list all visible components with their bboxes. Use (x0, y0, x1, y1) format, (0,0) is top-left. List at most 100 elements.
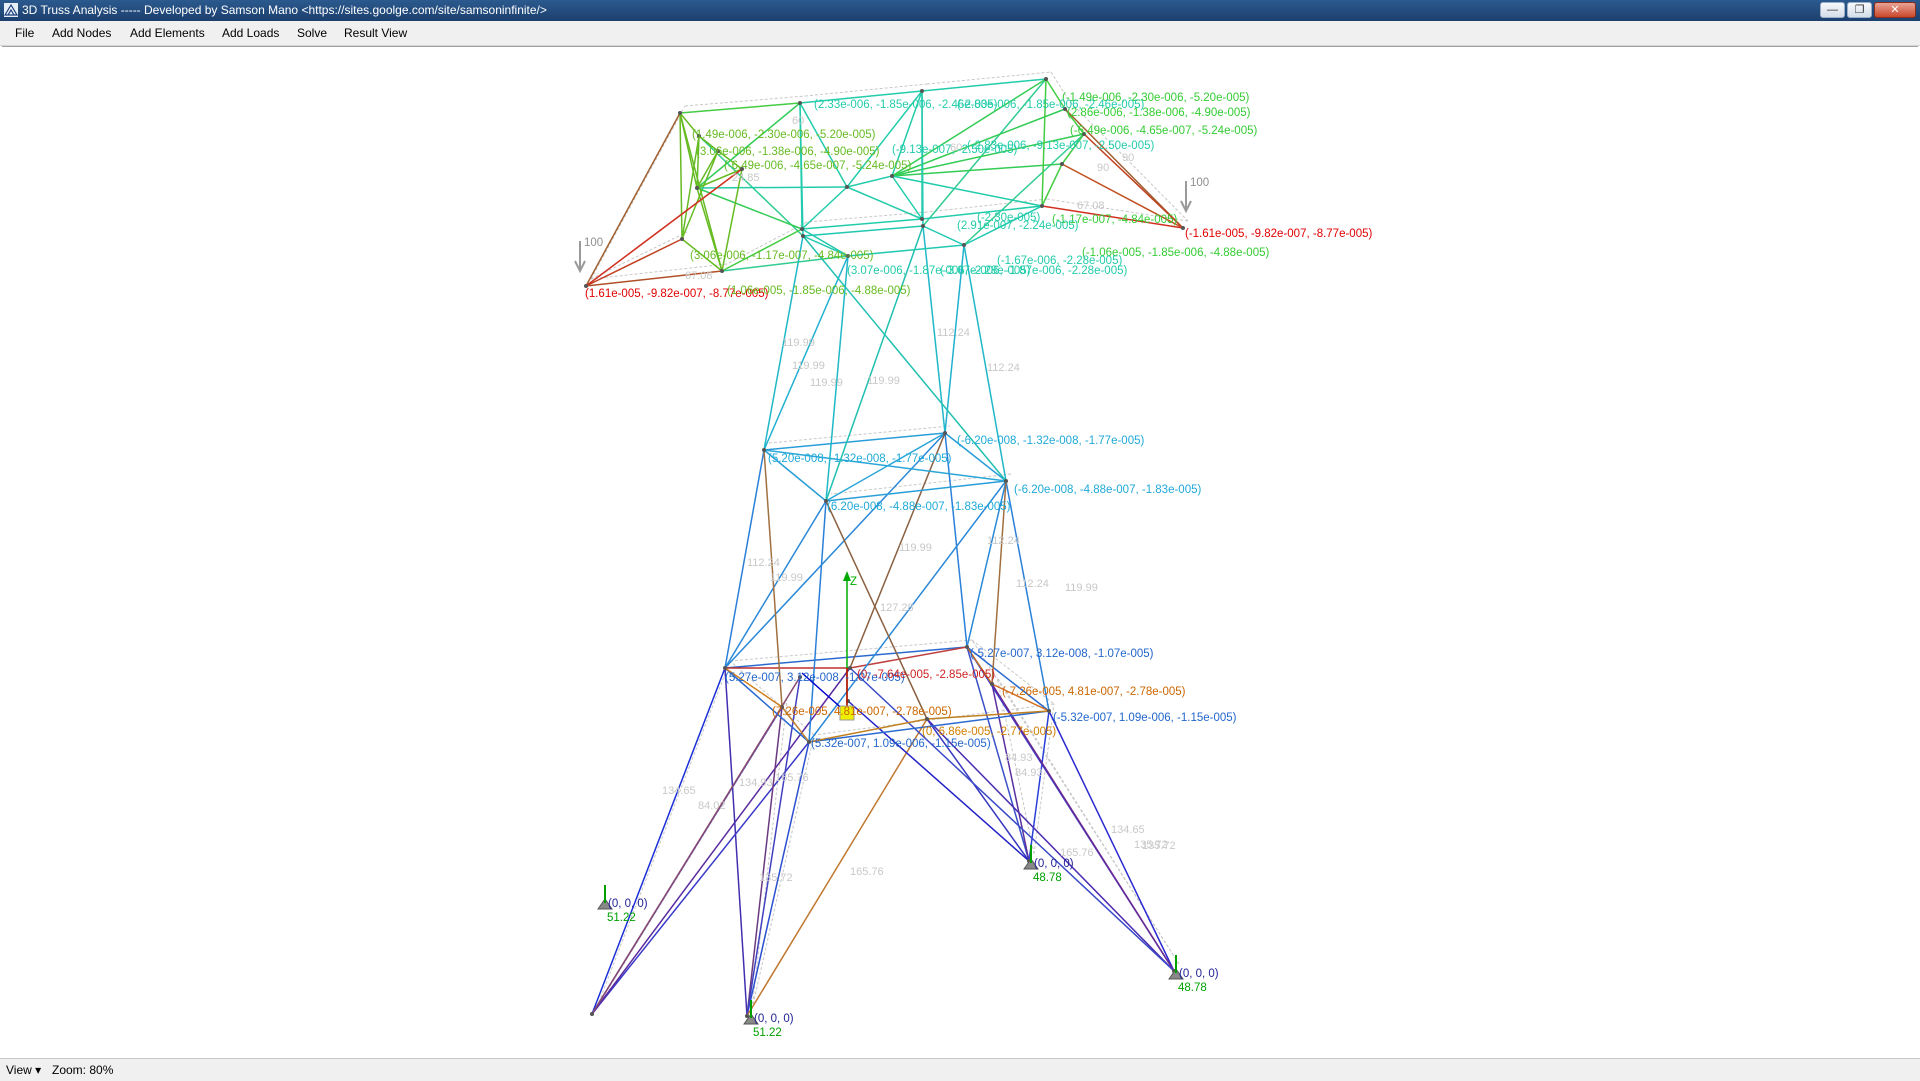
truss-node[interactable] (680, 237, 684, 241)
truss-member[interactable] (926, 718, 1030, 862)
truss-member[interactable] (991, 683, 1175, 972)
truss-member[interactable] (891, 108, 1066, 177)
truss-member[interactable] (891, 78, 1047, 177)
menu-solve[interactable]: Solve (297, 26, 328, 40)
truss-node[interactable] (762, 448, 766, 452)
truss-member[interactable] (849, 667, 1175, 972)
truss-member[interactable] (746, 706, 783, 1017)
maximize-button[interactable]: ❐ (1847, 2, 1872, 18)
truss-member[interactable] (849, 432, 946, 669)
truss-node[interactable] (1047, 709, 1051, 713)
truss-member[interactable] (944, 432, 1007, 482)
truss-member[interactable] (799, 90, 923, 104)
truss-member[interactable] (891, 175, 1043, 207)
truss-member[interactable] (724, 432, 946, 669)
truss-member[interactable] (1041, 205, 1184, 229)
truss-member[interactable] (1048, 710, 1175, 972)
truss-member[interactable] (1064, 108, 1184, 229)
truss-node[interactable] (798, 101, 802, 105)
close-button[interactable]: ✕ (1874, 2, 1916, 18)
truss-member[interactable] (696, 186, 848, 189)
truss-node[interactable] (965, 645, 969, 649)
truss-member[interactable] (721, 228, 803, 272)
truss-member[interactable] (808, 500, 827, 743)
truss-node[interactable] (745, 1014, 749, 1018)
truss-member[interactable] (891, 175, 923, 220)
truss-member[interactable] (696, 187, 803, 230)
truss-member[interactable] (1041, 78, 1047, 207)
truss-member[interactable] (825, 225, 924, 502)
truss-member[interactable] (724, 667, 748, 1017)
truss-member[interactable] (591, 667, 726, 1015)
truss-member[interactable] (696, 102, 801, 189)
truss-member[interactable] (926, 710, 1050, 720)
menu-result-view[interactable]: Result View (344, 26, 408, 40)
truss-member[interactable] (781, 706, 810, 743)
truss-member[interactable] (846, 175, 893, 188)
truss-member[interactable] (679, 102, 801, 114)
truss-member[interactable] (991, 683, 1050, 712)
truss-member[interactable] (825, 500, 928, 720)
truss-member[interactable] (825, 432, 946, 502)
truss-node[interactable] (720, 269, 724, 273)
truss-node[interactable] (1060, 162, 1064, 166)
truss-node[interactable] (890, 174, 894, 178)
truss-member[interactable] (808, 718, 928, 743)
truss-member[interactable] (963, 244, 1007, 482)
truss-member[interactable] (591, 667, 851, 1015)
truss-member[interactable] (763, 235, 804, 451)
truss-member[interactable] (922, 225, 946, 434)
truss-member[interactable] (802, 235, 849, 257)
truss-node[interactable] (716, 149, 720, 153)
truss-member[interactable] (846, 90, 923, 188)
truss-member[interactable] (679, 112, 723, 272)
truss-node[interactable] (848, 666, 852, 670)
menu-add-loads[interactable]: Add Loads (222, 26, 280, 40)
truss-member[interactable] (825, 255, 849, 502)
truss-member[interactable] (966, 480, 1007, 648)
truss-member[interactable] (585, 270, 723, 287)
truss-member[interactable] (825, 480, 1007, 502)
truss-node[interactable] (1082, 132, 1086, 136)
truss-node[interactable] (584, 284, 588, 288)
truss-node[interactable] (590, 1012, 594, 1016)
truss-member[interactable] (696, 150, 719, 189)
view-dropdown[interactable]: View ▾ (6, 1063, 42, 1077)
truss-member[interactable] (849, 646, 968, 669)
truss-member[interactable] (698, 135, 719, 152)
truss-node[interactable] (1181, 226, 1185, 230)
truss-member[interactable] (1005, 480, 1050, 712)
truss-node[interactable] (801, 234, 805, 238)
truss-member[interactable] (1061, 163, 1184, 229)
menu-file[interactable]: File (15, 26, 35, 40)
truss-member[interactable] (966, 646, 993, 685)
menu-add-nodes[interactable]: Add Nodes (52, 26, 112, 40)
minimize-button[interactable]: — (1820, 2, 1845, 18)
truss-member[interactable] (847, 244, 965, 257)
truss-member[interactable] (724, 646, 968, 669)
truss-member[interactable] (847, 700, 1030, 862)
truss-member[interactable] (921, 78, 1047, 92)
truss-member[interactable] (802, 235, 1007, 482)
truss-member[interactable] (991, 480, 1007, 685)
truss-member[interactable] (681, 135, 700, 240)
truss-member[interactable] (944, 432, 968, 648)
truss-member[interactable] (591, 676, 801, 1015)
truss-node[interactable] (740, 167, 744, 171)
menu-add-elements[interactable]: Add Elements (130, 26, 205, 40)
truss-member[interactable] (799, 102, 848, 188)
truss-member[interactable] (763, 255, 849, 451)
truss-member[interactable] (891, 133, 1085, 177)
truss-member[interactable] (721, 168, 743, 272)
truss-node[interactable] (807, 740, 811, 744)
truss-member[interactable] (724, 667, 783, 708)
truss-node[interactable] (920, 217, 924, 221)
truss-member[interactable] (724, 449, 765, 669)
truss-member[interactable] (799, 102, 803, 230)
truss-node[interactable] (921, 224, 925, 228)
truss-member[interactable] (721, 255, 849, 272)
truss-node[interactable] (1063, 107, 1067, 111)
truss-node[interactable] (678, 111, 682, 115)
